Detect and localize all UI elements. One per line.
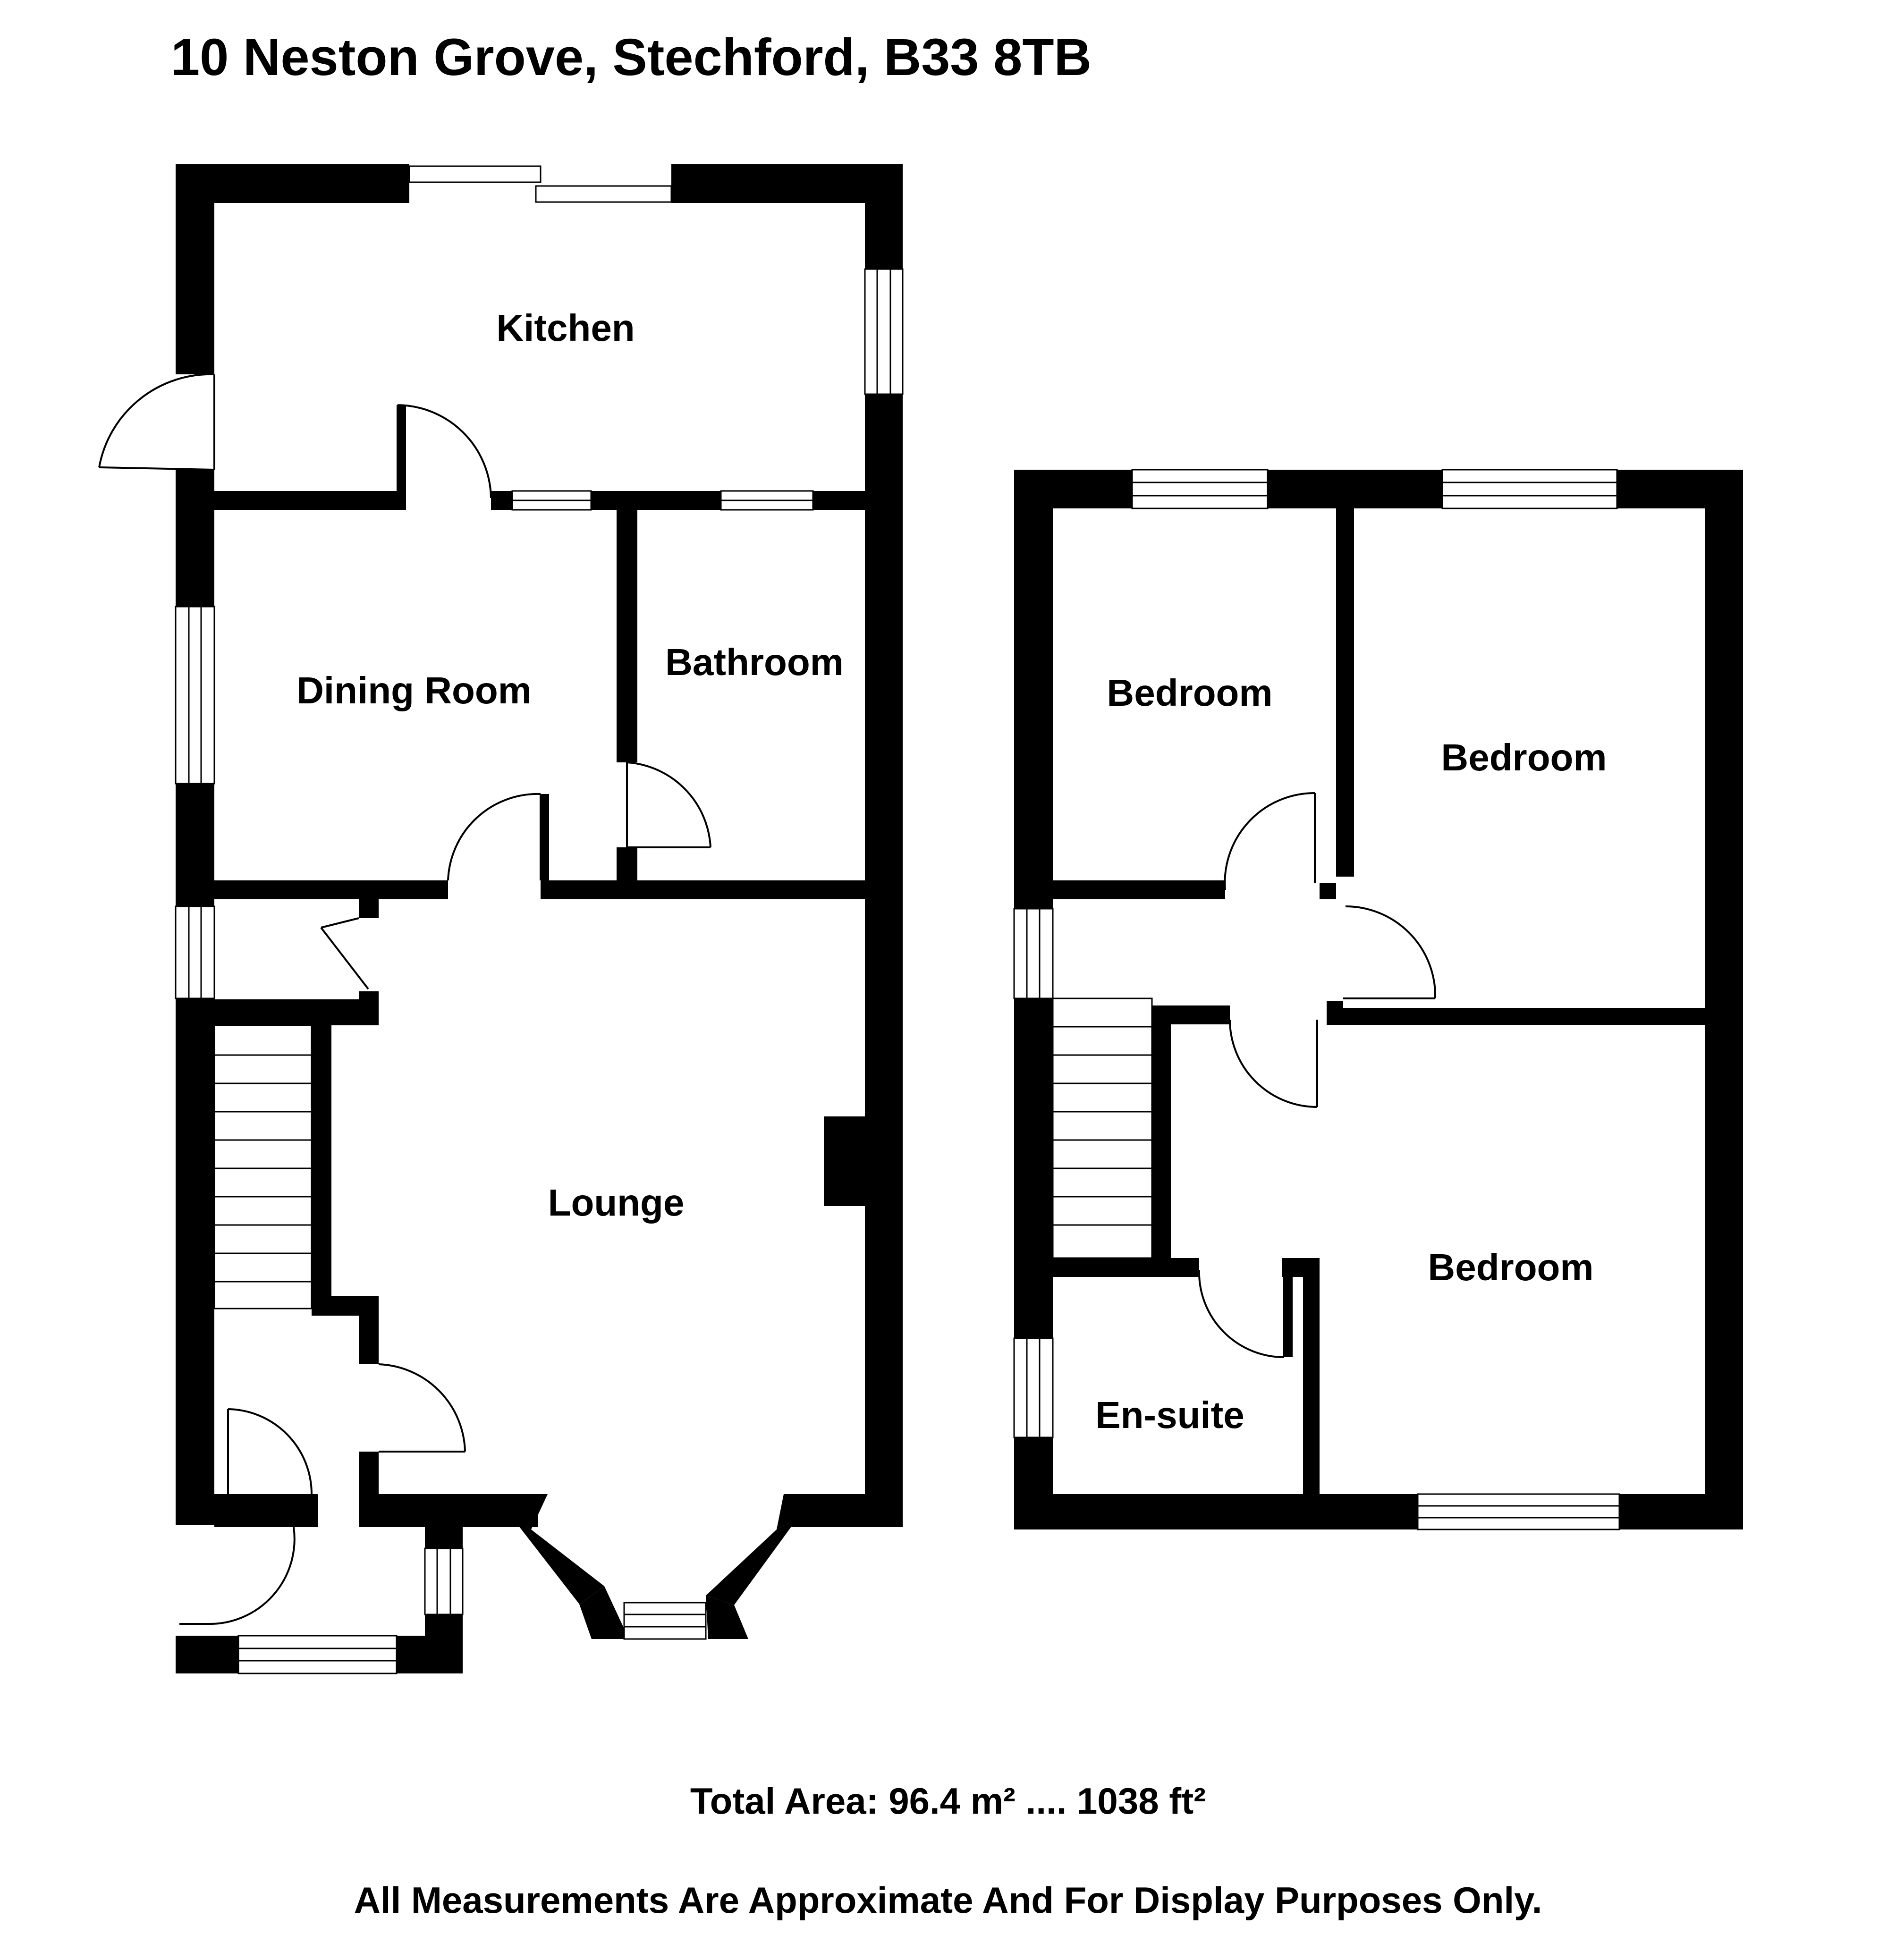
room-label-bedroom-3: Bedroom <box>1428 1246 1593 1288</box>
door-dining-kitchen <box>397 404 492 498</box>
door-bedroom-1 <box>1224 792 1316 890</box>
window-kitchen-dining-2 <box>720 490 814 511</box>
room-label-bedroom-1: Bedroom <box>1107 672 1272 714</box>
door-front <box>179 1527 296 1625</box>
ground-floor-stairs <box>213 1024 313 1309</box>
door-hall-lounge <box>378 1363 466 1453</box>
window-bedroom-2 <box>1441 469 1618 509</box>
room-label-lounge: Lounge <box>548 1182 685 1224</box>
room-label-bedroom-2: Bedroom <box>1441 736 1607 778</box>
first-floor-doors <box>1198 792 1437 1358</box>
door-bathroom <box>626 761 711 848</box>
first-floor-walls <box>1014 470 1743 1529</box>
window-en-suite <box>1013 1337 1054 1438</box>
first-floor: Bedroom Bedroom Bedroom En-suite <box>1013 469 1743 1530</box>
window-dining-left <box>175 606 215 785</box>
first-floor-windows <box>1013 469 1620 1530</box>
window-landing <box>1013 908 1054 999</box>
door-bedroom-3 <box>1229 1019 1318 1108</box>
first-floor-stairs <box>1052 997 1153 1259</box>
door-bedroom-2 <box>1343 905 1437 999</box>
door-kitchen-side <box>98 373 215 471</box>
property-address-title: 10 Neston Grove, Stechford, B33 8TB <box>171 28 1092 86</box>
window-hall-left <box>175 905 215 999</box>
door-dining-lounge <box>447 793 542 881</box>
window-porch-bottom <box>237 1635 398 1674</box>
window-bay-center <box>623 1602 707 1640</box>
room-label-bathroom: Bathroom <box>665 641 844 683</box>
room-label-en-suite: En-suite <box>1095 1394 1244 1436</box>
room-label-kitchen: Kitchen <box>496 307 635 349</box>
disclaimer-text: All Measurements Are Approximate And For… <box>354 1879 1542 1921</box>
window-kitchen-right <box>864 268 904 395</box>
window-kitchen-dining-1 <box>511 490 592 511</box>
window-kitchen-top <box>408 165 672 203</box>
window-bedroom-3 <box>1417 1493 1620 1530</box>
door-en-suite <box>1198 1269 1285 1358</box>
window-bay-right <box>706 1518 798 1605</box>
room-label-dining-room: Dining Room <box>296 669 532 711</box>
door-porch-hall <box>227 1408 313 1495</box>
ground-floor: Kitchen Dining Room Bathroom Lounge <box>98 164 904 1674</box>
window-bedroom-1 <box>1131 469 1269 509</box>
ground-floor-windows <box>175 165 904 1674</box>
total-area-text: Total Area: 96.4 m² .... 1038 ft² <box>690 1780 1206 1822</box>
ground-floor-walls <box>176 164 903 1673</box>
door-cupboard <box>320 917 369 990</box>
window-porch-right <box>424 1547 464 1615</box>
ground-floor-doors <box>98 373 711 1625</box>
window-bay-left <box>512 1518 604 1604</box>
